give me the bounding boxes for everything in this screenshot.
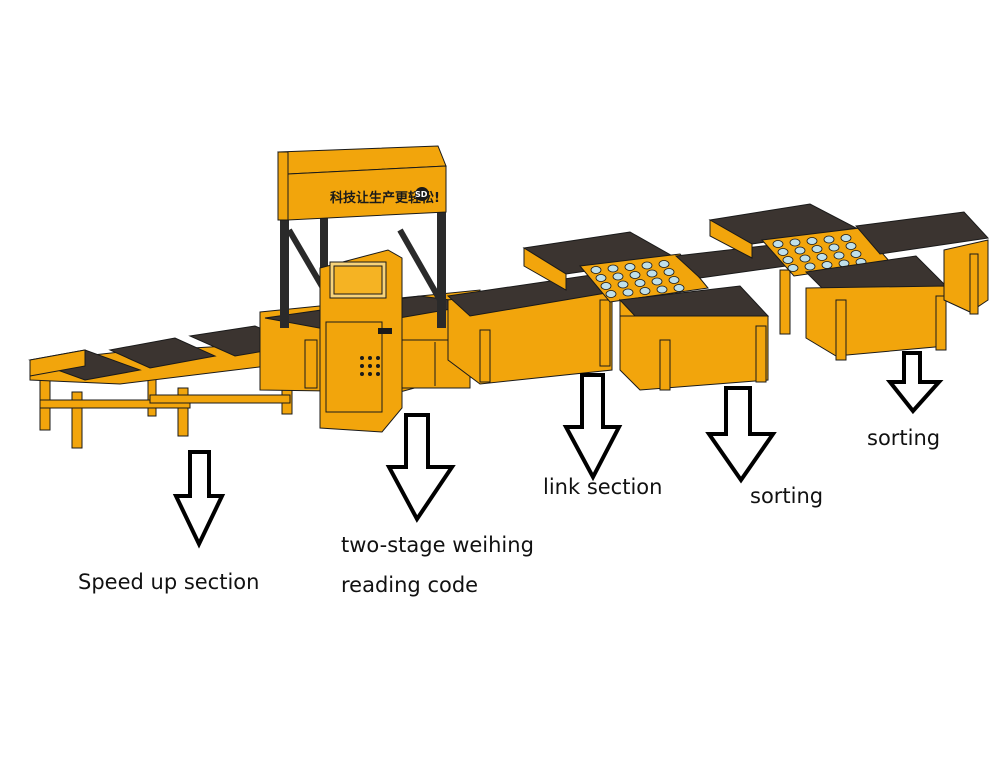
label-link-section: link section xyxy=(543,475,663,499)
transfer-ball xyxy=(656,285,668,294)
down-arrow-icon xyxy=(172,450,226,549)
transfer-ball xyxy=(840,234,852,242)
logo-icon: SD xyxy=(415,190,428,199)
transfer-ball xyxy=(663,268,675,276)
transfer-ball xyxy=(612,272,624,281)
transfer-ball xyxy=(816,253,828,261)
transfer-ball xyxy=(595,274,607,282)
sorting-module-1 xyxy=(522,231,802,391)
control-cabinet xyxy=(319,249,403,433)
transfer-ball xyxy=(605,290,617,298)
transfer-ball xyxy=(641,261,653,270)
sorting-module-2 xyxy=(708,203,990,361)
down-arrow-icon xyxy=(385,413,456,523)
transfer-ball xyxy=(823,235,835,244)
label-speed-up-section: Speed up section xyxy=(78,570,260,594)
transfer-ball xyxy=(673,284,685,292)
label-reading-code: reading code xyxy=(341,573,479,597)
transfer-ball xyxy=(629,271,641,279)
transfer-ball xyxy=(782,256,794,264)
transfer-ball xyxy=(646,269,658,278)
label-sorting-2: sorting xyxy=(867,426,941,450)
label-two-stage-weighing: two-stage weihing xyxy=(341,533,534,557)
transfer-ball xyxy=(617,280,629,289)
transfer-ball xyxy=(799,254,811,263)
transfer-ball xyxy=(622,288,634,297)
transfer-ball xyxy=(658,260,670,268)
transfer-ball xyxy=(833,251,845,260)
transfer-ball xyxy=(828,243,840,252)
transfer-ball xyxy=(639,287,651,295)
link-conveyor xyxy=(446,273,613,385)
transfer-ball xyxy=(651,277,663,286)
transfer-ball xyxy=(634,279,646,287)
transfer-ball xyxy=(772,240,784,248)
transfer-ball xyxy=(624,263,636,271)
down-arrow-icon xyxy=(885,351,944,415)
transfer-ball xyxy=(668,276,680,284)
transfer-ball xyxy=(806,237,818,245)
transfer-ball xyxy=(850,250,862,258)
transfer-ball xyxy=(607,264,619,273)
gantry-banner: 科技让生产更轻松! xyxy=(330,190,440,206)
label-sorting-1: sorting xyxy=(750,484,824,508)
transfer-ball xyxy=(821,261,833,269)
transfer-ball xyxy=(845,242,857,250)
down-arrow-icon xyxy=(705,386,777,484)
transfer-ball xyxy=(777,248,789,256)
transfer-ball xyxy=(804,262,816,271)
transfer-ball xyxy=(590,266,602,274)
transfer-ball xyxy=(787,264,799,272)
transfer-ball xyxy=(600,282,612,290)
transfer-ball xyxy=(794,246,806,255)
transfer-ball xyxy=(811,245,823,253)
transfer-ball xyxy=(789,238,801,247)
down-arrow-icon xyxy=(562,373,623,482)
